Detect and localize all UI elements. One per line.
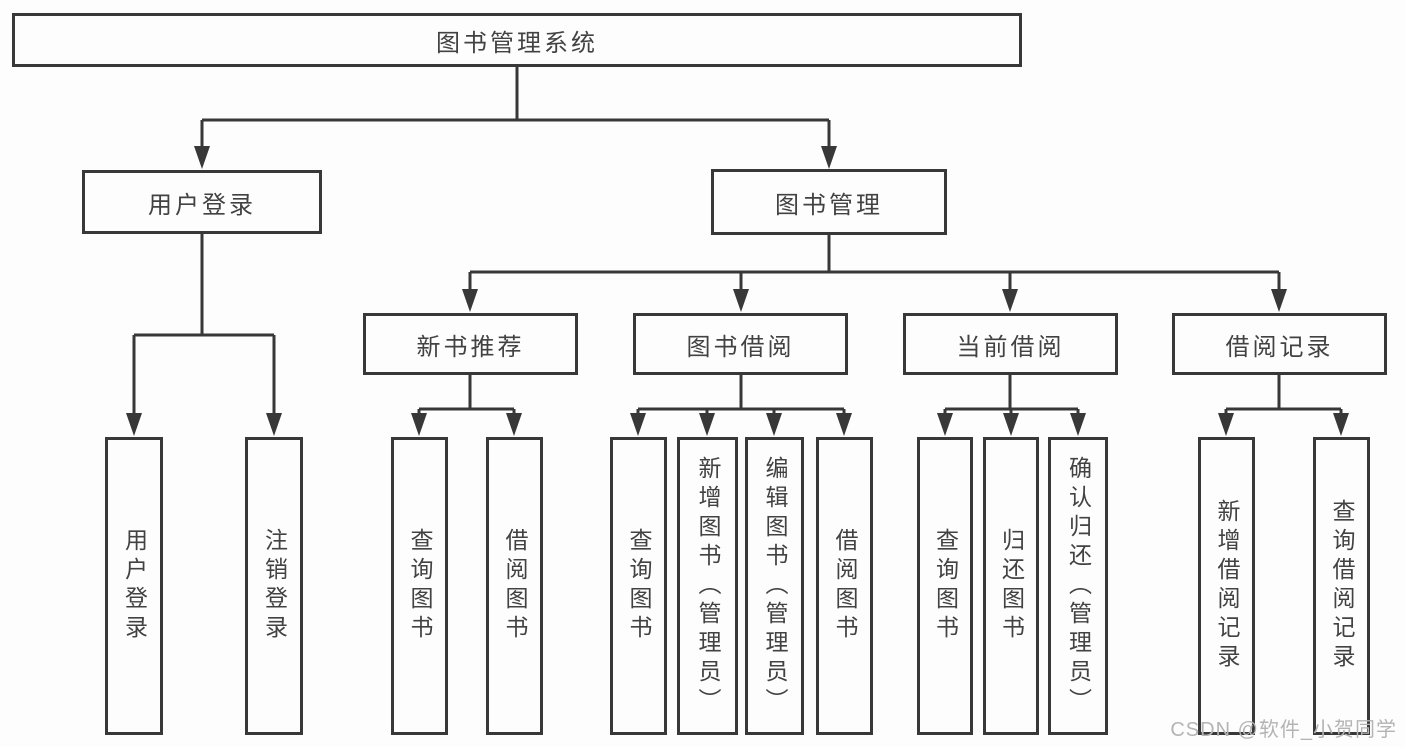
leaf-add-borrow-record-label: 新增借阅记录 bbox=[1214, 499, 1240, 673]
leaf-user-login: 用户登录 bbox=[105, 437, 163, 735]
node-book-borrowing: 图书借阅 bbox=[633, 313, 848, 375]
leaf-query-books-recommend-label: 查询图书 bbox=[407, 528, 433, 644]
node-new-book-recommend-label: 新书推荐 bbox=[416, 333, 525, 361]
leaf-confirm-return-admin: 确认归还（管理员） bbox=[1048, 437, 1108, 735]
leaf-add-borrow-record: 新增借阅记录 bbox=[1198, 437, 1255, 735]
leaf-confirm-return-admin-label: 确认归还（管理员） bbox=[1065, 455, 1092, 717]
leaf-query-books-recommend: 查询图书 bbox=[391, 437, 448, 735]
leaf-edit-books-admin-label: 编辑图书（管理员） bbox=[762, 455, 788, 717]
leaf-borrow-books-borrowing-label: 借阅图书 bbox=[832, 528, 858, 644]
leaf-logout-login-label: 注销登录 bbox=[261, 528, 288, 644]
leaf-borrow-books-recommend: 借阅图书 bbox=[486, 437, 543, 735]
leaf-query-books-current-label: 查询图书 bbox=[932, 528, 959, 644]
leaf-user-login-label: 用户登录 bbox=[121, 528, 148, 644]
node-new-book-recommend: 新书推荐 bbox=[363, 313, 578, 375]
node-current-borrowing-label: 当前借阅 bbox=[956, 333, 1065, 361]
node-current-borrowing: 当前借阅 bbox=[903, 313, 1118, 375]
leaf-return-books: 归还图书 bbox=[983, 437, 1039, 735]
leaf-borrow-books-borrowing: 借阅图书 bbox=[816, 437, 873, 735]
node-root-system: 图书管理系统 bbox=[12, 13, 1022, 67]
leaf-logout-login: 注销登录 bbox=[245, 437, 303, 735]
leaf-query-books-current: 查询图书 bbox=[917, 437, 973, 735]
node-borrowing-records-label: 借阅记录 bbox=[1225, 333, 1334, 361]
leaf-query-books-borrowing-label: 查询图书 bbox=[626, 528, 652, 644]
node-book-borrowing-label: 图书借阅 bbox=[686, 333, 795, 361]
node-book-management: 图书管理 bbox=[711, 169, 947, 235]
leaf-return-books-label: 归还图书 bbox=[998, 528, 1025, 644]
node-root-label: 图书管理系统 bbox=[436, 29, 598, 57]
leaf-add-books-admin-label: 新增图书（管理员） bbox=[695, 455, 721, 717]
arrowheads bbox=[126, 146, 1349, 436]
leaf-query-borrow-record-label: 查询借阅记录 bbox=[1329, 499, 1355, 673]
node-book-management-label: 图书管理 bbox=[775, 191, 883, 219]
node-user-login: 用户登录 bbox=[82, 170, 322, 234]
leaf-add-books-admin: 新增图书（管理员） bbox=[677, 437, 738, 735]
leaf-edit-books-admin: 编辑图书（管理员） bbox=[745, 437, 804, 735]
leaf-query-borrow-record: 查询借阅记录 bbox=[1313, 437, 1370, 735]
node-borrowing-records: 借阅记录 bbox=[1172, 313, 1387, 375]
leaf-borrow-books-recommend-label: 借阅图书 bbox=[502, 528, 528, 644]
node-user-login-label: 用户登录 bbox=[148, 191, 256, 219]
leaf-query-books-borrowing: 查询图书 bbox=[610, 437, 667, 735]
